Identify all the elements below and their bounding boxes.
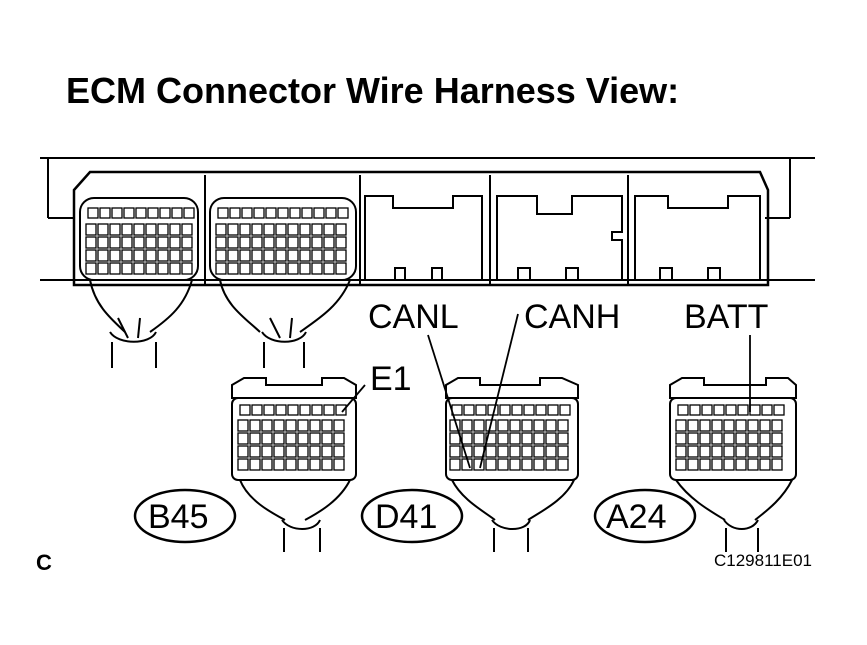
d41-pins (449, 419, 569, 471)
a24-pins-top (677, 404, 785, 416)
corner-letter: C (36, 550, 52, 575)
leader-lines (341, 313, 751, 469)
e1-label: E1 (370, 360, 412, 398)
a24-label: A24 (606, 498, 667, 536)
canh-leader (479, 313, 519, 469)
ecm-port-4 (496, 195, 623, 281)
figure-id: C129811E01 (714, 551, 812, 570)
ecm-port-2-pins (215, 223, 347, 275)
ecm-port-1-pins (85, 223, 193, 275)
ecm-port-2 (209, 197, 357, 368)
canl-leader (427, 334, 471, 469)
canl-label: CANL (368, 298, 459, 336)
ecm-port-1 (79, 197, 199, 368)
d41-pins-top (451, 404, 571, 416)
batt-label: BATT (684, 298, 768, 336)
a24-pins (675, 419, 783, 471)
b45-pins-top (239, 404, 347, 416)
connector-a24 (669, 377, 797, 552)
diagram-title: ECM Connector Wire Harness View: (66, 70, 680, 111)
ecm-port-5 (634, 195, 761, 281)
e1-leader (341, 384, 366, 413)
d41-ellipse (360, 488, 464, 544)
b45-label: B45 (148, 498, 209, 536)
ecm-port-2-pins-top (217, 207, 349, 219)
canh-label: CANH (524, 298, 620, 336)
b45-pins (237, 419, 345, 471)
connector-b45 (231, 377, 357, 552)
d41-label: D41 (375, 498, 437, 536)
a24-ellipse (593, 488, 697, 544)
ecm-port-1-pins-top (87, 207, 195, 219)
b45-ellipse (133, 488, 237, 544)
pin-grids (85, 207, 785, 471)
connector-d41 (445, 377, 579, 552)
ecm-port-3 (364, 195, 483, 281)
